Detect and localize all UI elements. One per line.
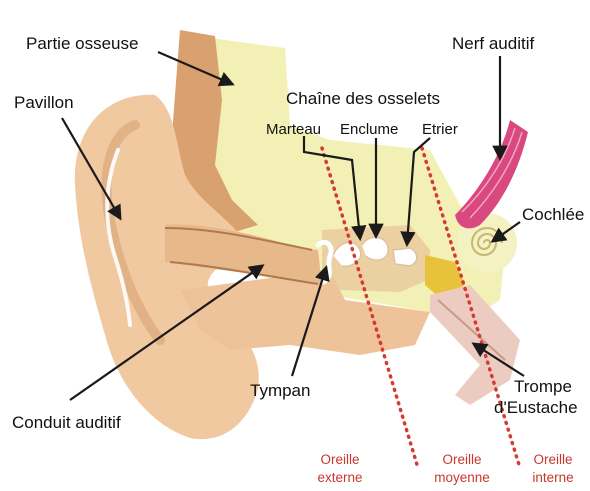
- label-partie-osseuse: Partie osseuse: [26, 34, 138, 53]
- region-interne-line2: interne: [532, 470, 573, 485]
- etrier-bone: [393, 248, 417, 266]
- label-conduit-auditif: Conduit auditif: [12, 413, 121, 432]
- label-trompe-line2: d'Eustache: [494, 398, 578, 417]
- region-interne-line1: Oreille: [533, 452, 572, 467]
- region-moyenne-line2: moyenne: [434, 470, 490, 485]
- label-tympan: Tympan: [250, 381, 310, 400]
- label-etrier: Etrier: [422, 121, 458, 138]
- label-cochlee: Cochlée: [522, 205, 584, 224]
- enclume-bone: [362, 237, 388, 260]
- region-externe-line1: Oreille: [320, 452, 359, 467]
- label-nerf-auditif: Nerf auditif: [452, 34, 534, 53]
- label-enclume: Enclume: [340, 121, 398, 138]
- label-marteau: Marteau: [266, 121, 321, 138]
- region-externe-line2: externe: [317, 470, 362, 485]
- label-trompe-line1: Trompe: [514, 377, 572, 396]
- region-moyenne-line1: Oreille: [442, 452, 481, 467]
- label-chaine-osselets: Chaîne des osselets: [286, 89, 440, 108]
- nerf-auditif-shape: [455, 120, 528, 228]
- label-pavillon: Pavillon: [14, 93, 74, 112]
